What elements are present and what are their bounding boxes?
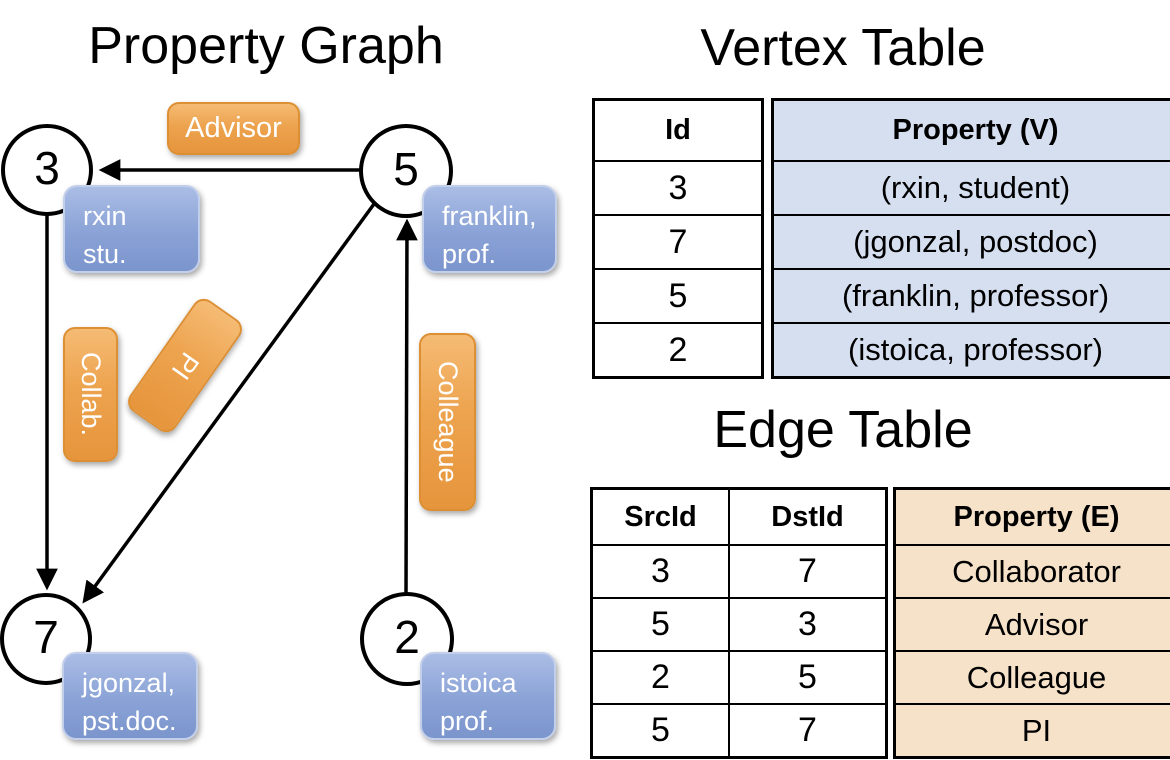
table-cell: 7 [728, 544, 885, 597]
node-5-id-label: 5 [393, 142, 419, 195]
edge-2-to-5-colleague [396, 218, 418, 596]
property-graph-title: Property Graph [88, 17, 444, 75]
vertex-property-line: stu. [83, 239, 127, 270]
table-cell: 5 [728, 650, 885, 703]
vertex-property-line: jgonzal, [82, 668, 176, 698]
edge-table-id-columns: SrcId DstId 3 7 5 3 2 5 5 7 [590, 487, 888, 759]
node-7-id-label: 7 [33, 610, 59, 663]
vertex-property-line: pst.doc. [82, 706, 177, 737]
property-graph-pane: Property Graph 3 5 7 2 Advisor Collab. [0, 17, 557, 740]
edge-table-header-srcid: SrcId [624, 500, 697, 533]
vertex-property-line: prof. [442, 239, 497, 270]
table-cell: (istoica, professor) [774, 322, 1170, 376]
table-cell: 3 [595, 160, 761, 214]
vertex-property-line: istoica [440, 668, 517, 698]
table-cell: Collaborator [896, 544, 1170, 597]
node-3-id-label: 3 [34, 141, 60, 194]
vertex-property-line: franklin, [442, 201, 537, 231]
table-cell: (franklin, professor) [774, 268, 1170, 322]
table-cell: 3 [593, 544, 728, 597]
table-cell: 2 [595, 322, 761, 376]
edge-table-title: Edge Table [713, 401, 973, 459]
table-cell: 2 [593, 650, 728, 703]
edge-table-property-column: Property (E) Collaborator Advisor Collea… [893, 487, 1170, 759]
vertex-table-header-property: Property (V) [774, 101, 1170, 160]
vertex-property-box-jgonzal: jgonzal, pst.doc. [62, 652, 198, 740]
vertex-table-id-column: Id 3 7 5 2 [592, 98, 764, 379]
node-2-id-label: 2 [394, 610, 420, 663]
table-cell: 5 [593, 703, 728, 756]
table-cell: Colleague [896, 650, 1170, 703]
table-cell: 5 [595, 268, 761, 322]
edge-table-header-dstid: DstId [728, 490, 885, 544]
vertex-table-property-column: Property (V) (rxin, student) (jgonzal, p… [771, 98, 1170, 379]
table-cell: Advisor [896, 597, 1170, 650]
vertex-property-line: prof. [440, 706, 495, 737]
table-cell: 3 [728, 597, 885, 650]
table-cell: (jgonzal, postdoc) [774, 214, 1170, 268]
edge-label-advisor: Advisor [167, 102, 300, 155]
table-cell: 5 [593, 597, 728, 650]
edge-label-colleague: Colleague [419, 333, 476, 511]
table-cell: 7 [728, 703, 885, 756]
vertex-property-box-rxin: rxin stu. [63, 185, 200, 273]
vertex-table: Id 3 7 5 2 Property (V) (rxin, student) … [592, 98, 1170, 379]
edge-5-to-7-pi [82, 202, 376, 604]
vertex-property-box-franklin: franklin, prof. [422, 185, 557, 273]
table-cell: 7 [595, 214, 761, 268]
vertex-table-header-id: Id [665, 114, 691, 146]
edge-label-collab: Collab. [63, 327, 118, 462]
vertex-table-title: Vertex Table [700, 19, 986, 77]
vertex-property-line: rxin [83, 201, 127, 231]
table-cell: PI [896, 703, 1170, 756]
vertex-property-box-istoica: istoica prof. [420, 652, 556, 740]
table-cell: (rxin, student) [774, 160, 1170, 214]
edge-table-header-property: Property (E) [896, 490, 1170, 544]
edge-table: SrcId DstId 3 7 5 3 2 5 5 7 Property (E)… [590, 487, 1170, 759]
